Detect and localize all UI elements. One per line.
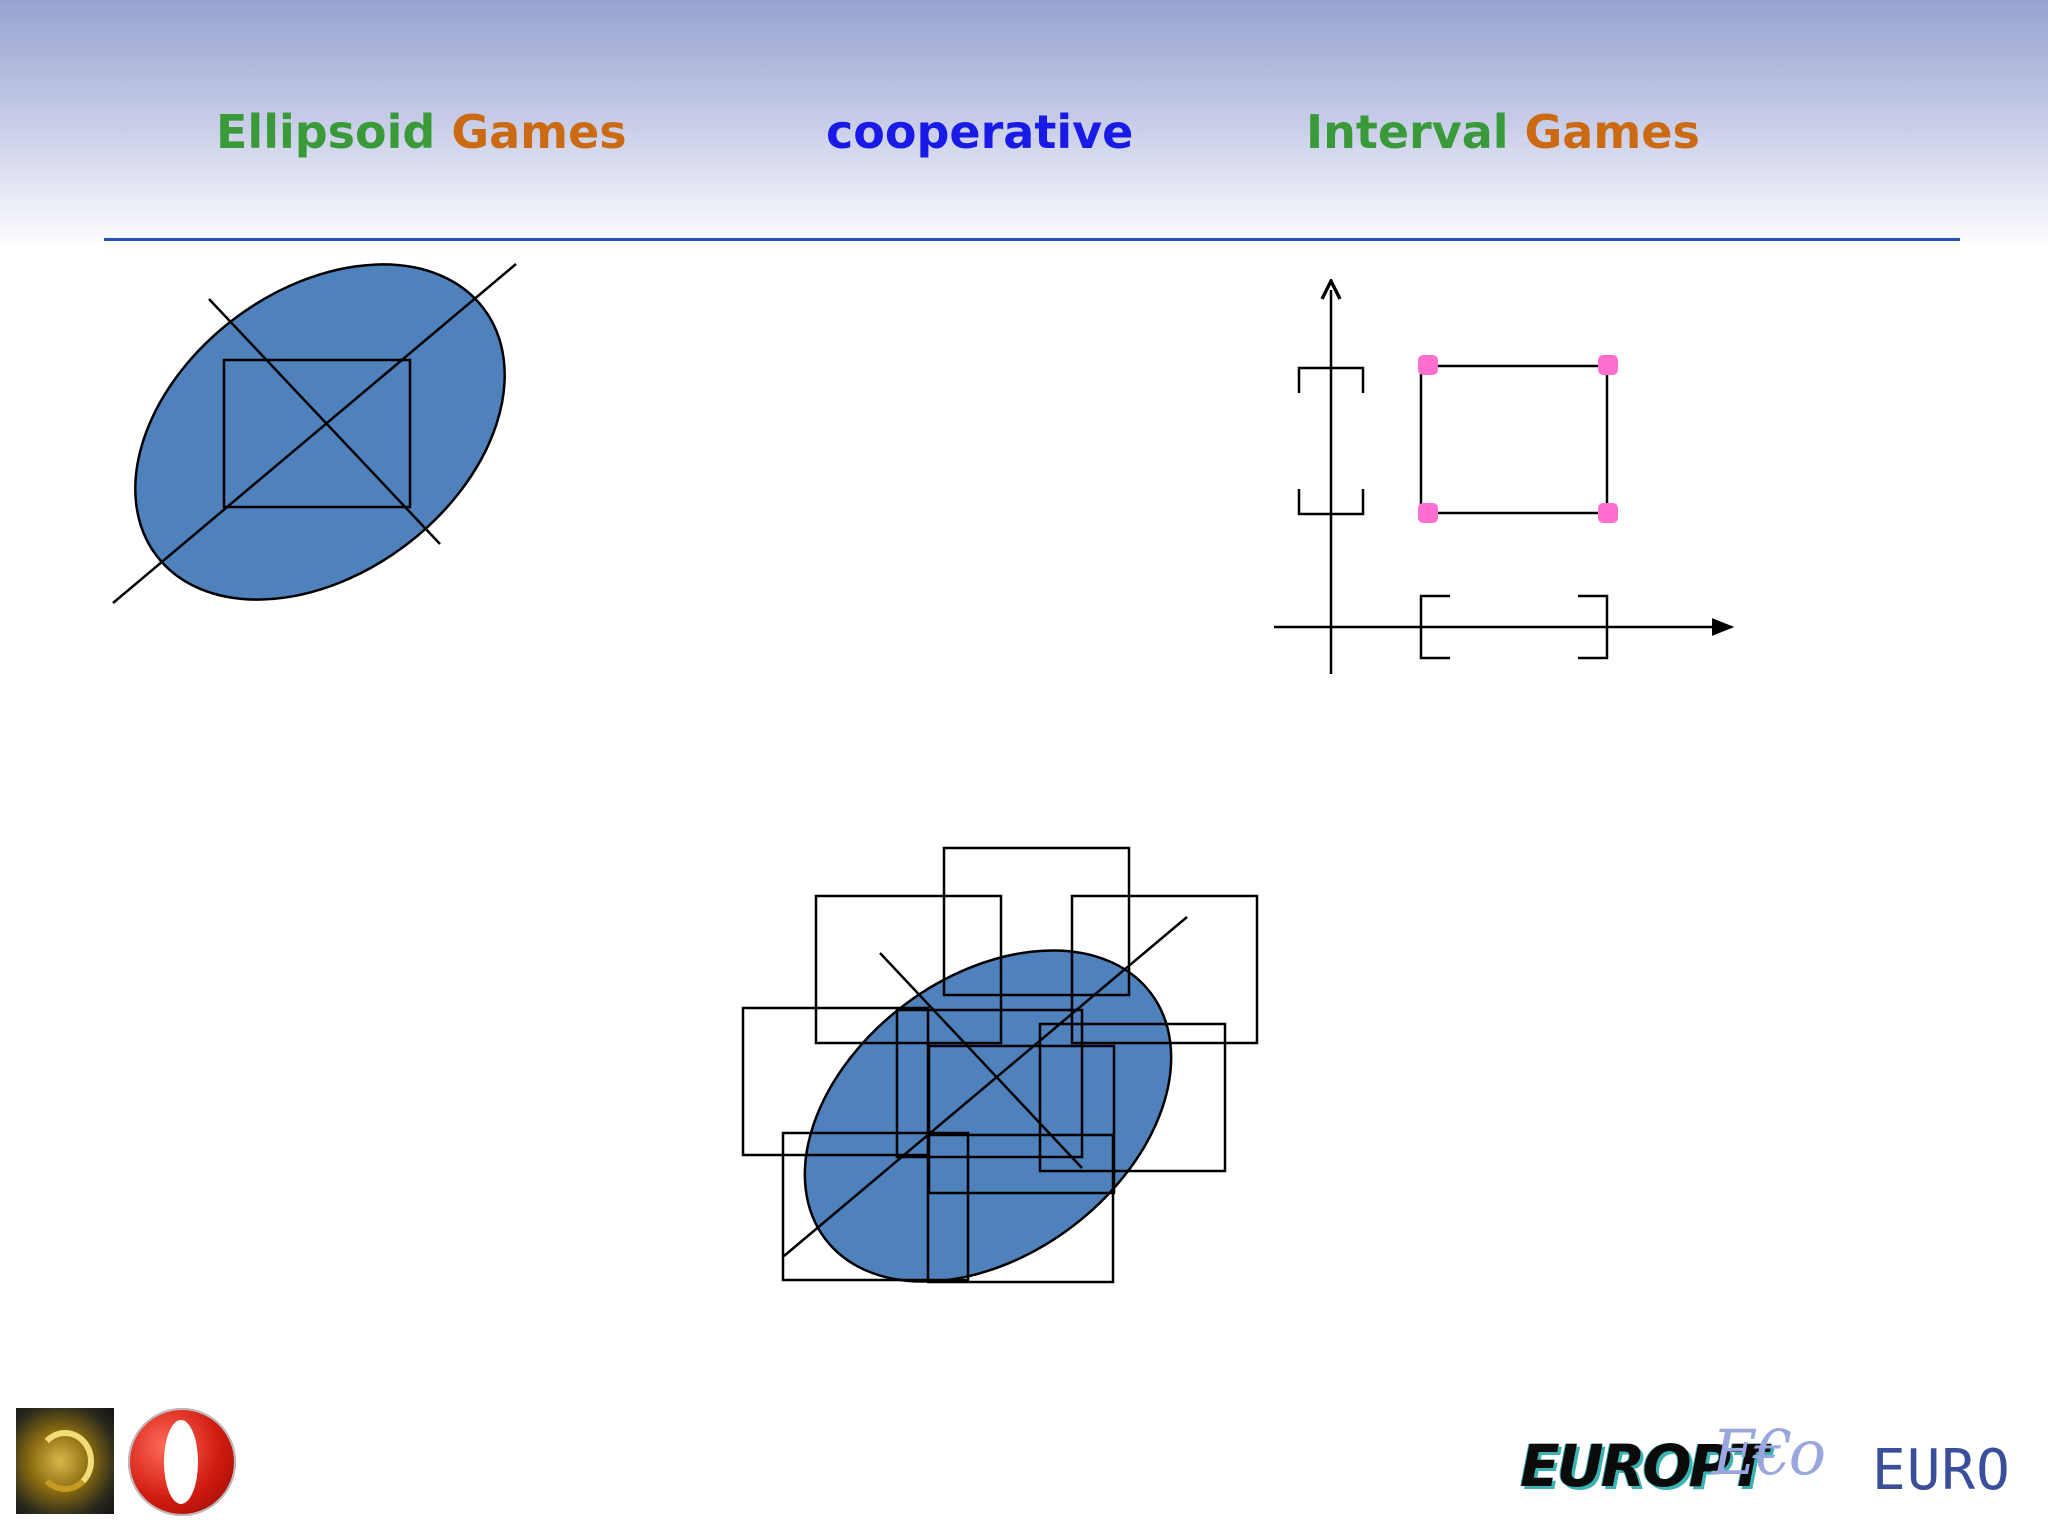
swirl-mark-icon [36, 1430, 94, 1492]
major-axis-line [112, 263, 517, 604]
y-interval-bracket-bottom [1297, 489, 1365, 516]
covering-rectangle [926, 1133, 1115, 1284]
vertex-dot [1418, 355, 1438, 375]
covering-rectangle [1070, 894, 1259, 1045]
covering-rectangle [814, 894, 1003, 1045]
covering-rectangle [927, 1044, 1116, 1195]
logo-eco: E€o [1712, 1416, 1826, 1489]
logo-europt: EUROPT [1520, 1432, 1768, 1500]
covering-rectangle [942, 846, 1131, 997]
interval-diagram [1274, 290, 1735, 674]
ellipse [134, 263, 506, 601]
header-rule [104, 238, 1960, 241]
covering-rectangle [781, 1131, 970, 1282]
y-interval-bracket-top [1297, 366, 1365, 393]
combined-diagram [741, 846, 1259, 1284]
vertex-dot [1598, 355, 1618, 375]
vertex-dot [1598, 503, 1618, 523]
title-ellipsoid-games: Ellipsoid Games [216, 105, 627, 159]
x-interval-bracket-left [1419, 594, 1450, 660]
covering-rectangle [895, 1008, 1084, 1159]
major-axis-line [783, 916, 1188, 1257]
header-band [0, 0, 2048, 250]
title-games-word-2: Games [1524, 105, 1700, 159]
ellipsoid-diagram [112, 263, 517, 604]
inner-rectangle [222, 358, 412, 509]
minor-axis-line [879, 952, 1083, 1169]
logo-euro: EURO [1872, 1438, 2011, 1503]
white-oval-mark-icon [164, 1420, 198, 1504]
title-interval-word: Interval [1306, 105, 1509, 159]
covering-rectangle [1038, 1022, 1227, 1173]
vertex-dot [1418, 503, 1438, 523]
x-interval-bracket-right [1578, 594, 1609, 660]
title-ellipsoid-word: Ellipsoid [216, 105, 436, 159]
interval-box [1419, 364, 1609, 515]
title-cooperative: cooperative [826, 105, 1134, 159]
title-interval-games: Interval Games [1306, 105, 1700, 159]
red-white-circle-logo-icon [128, 1408, 236, 1516]
minor-axis-line [208, 298, 441, 545]
golden-swirl-logo-icon [16, 1408, 114, 1514]
title-games-word: Games [451, 105, 627, 159]
